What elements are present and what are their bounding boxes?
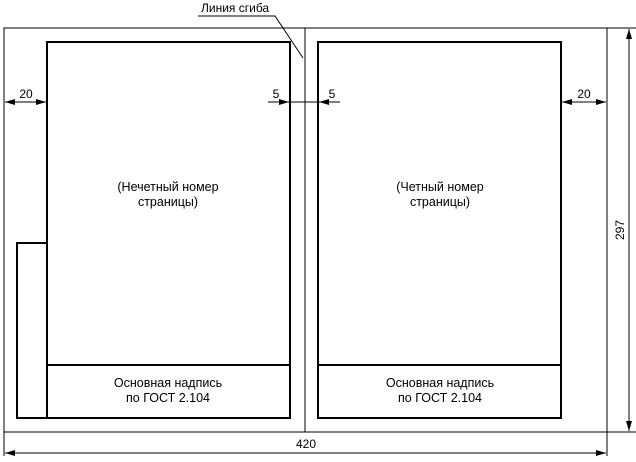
left-page-label-1: (Нечетный номер xyxy=(117,180,218,194)
fold-line-label: Линия сгиба xyxy=(201,1,269,15)
left-title-block-label-2: по ГОСТ 2.104 xyxy=(126,391,210,405)
left-page-label-2: страницы) xyxy=(138,195,198,209)
dim-left-margin: 20 xyxy=(19,87,33,101)
dim-right-margin: 20 xyxy=(577,87,591,101)
right-page-label-2: страницы) xyxy=(410,195,470,209)
left-binding-strip xyxy=(16,242,48,419)
dim-height: 297 xyxy=(613,220,627,240)
left-page-frame xyxy=(46,41,291,419)
dim-fold-right-gap: 5 xyxy=(329,87,336,101)
right-page-frame xyxy=(317,41,562,419)
dim-width: 420 xyxy=(296,437,316,451)
fold-line-leader xyxy=(198,15,304,59)
right-title-block-label-2: по ГОСТ 2.104 xyxy=(398,391,482,405)
dim-fold-left-gap: 5 xyxy=(273,87,280,101)
left-title-block-label-1: Основная надпись xyxy=(114,376,222,390)
right-page-label-1: (Четный номер xyxy=(396,180,483,194)
right-title-block-label-1: Основная надпись xyxy=(386,376,494,390)
